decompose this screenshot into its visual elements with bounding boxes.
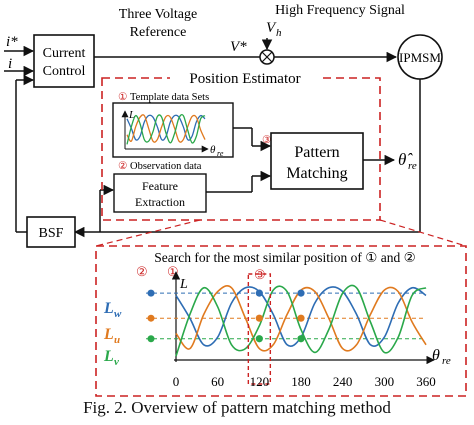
ipmsm-label: IPMSM <box>399 50 441 65</box>
level-dot-v <box>147 335 155 343</box>
chart-obs-num: ② <box>136 264 148 279</box>
pattern-matching-box <box>270 132 364 190</box>
template-box <box>112 102 234 158</box>
match-point-2 <box>297 289 305 297</box>
feature-line1: Feature <box>142 179 178 193</box>
Lu-label: L <box>103 326 114 343</box>
match-point-6 <box>297 335 305 343</box>
feature-extraction-box <box>113 173 207 213</box>
x-tick-label: 300 <box>375 374 395 389</box>
x-tick-label: 240 <box>333 374 353 389</box>
feature-line2: Extraction <box>135 195 185 209</box>
highlight-window <box>247 273 272 385</box>
current-control-box <box>33 34 95 88</box>
chart-plot: 0 60 120 180 240 300 360 <box>146 271 436 389</box>
chart-template-num: ① <box>167 264 179 279</box>
match-point-4 <box>297 314 305 322</box>
matching-num: ③ <box>262 134 272 146</box>
current-control-line1: Current <box>43 46 86 61</box>
x-tick-label: 0 <box>173 374 180 389</box>
template-label: Template data Sets <box>130 92 209 103</box>
series-line-3 <box>175 284 427 357</box>
mini-L: L <box>128 109 135 121</box>
figure-caption: Fig. 2. Overview of pattern matching met… <box>83 398 391 417</box>
chart-L: L <box>179 277 188 292</box>
bsf-label: BSF <box>39 226 64 241</box>
chart-theta-sub: re <box>442 355 451 367</box>
Lv-label: L <box>103 348 114 365</box>
position-estimator-label: Position Estimator <box>189 71 300 87</box>
pattern-line1: Pattern <box>294 144 339 161</box>
three-voltage-line2: Reference <box>130 25 187 40</box>
match-point-3 <box>255 314 263 322</box>
three-voltage-line1: Three Voltage <box>119 7 197 22</box>
current-control-line2: Control <box>43 64 86 79</box>
Lu-sub: u <box>114 334 120 346</box>
match-point-5 <box>255 335 263 343</box>
observation-num: ② <box>118 160 128 172</box>
template-waves <box>126 113 206 145</box>
mini-theta-sub: re <box>217 149 224 158</box>
istar-label: i* <box>6 34 18 50</box>
vh-subscript: h <box>276 27 282 39</box>
position-estimator-box <box>101 77 381 221</box>
bsf-box <box>26 216 76 248</box>
search-text: Search for the most similar position of … <box>154 250 416 265</box>
vh-symbol: V <box>266 20 277 36</box>
theta-hat-sub: re <box>408 160 417 172</box>
chart-theta: θ <box>432 347 440 364</box>
x-tick-label: 360 <box>416 374 436 389</box>
i-label: i <box>8 56 12 72</box>
pattern-line2: Matching <box>286 165 347 182</box>
vstar-label: V* <box>230 39 247 55</box>
mini-theta: θ <box>210 144 216 156</box>
x-tick-label: 180 <box>291 374 311 389</box>
mini-series-3 <box>126 113 206 145</box>
template-num: ① <box>118 91 128 103</box>
mini-series-1 <box>126 114 206 141</box>
high-frequency-label: High Frequency Signal <box>275 3 405 18</box>
match-point-1 <box>255 289 263 297</box>
chart-detail-box <box>95 245 467 397</box>
chart-matching-num: ③ <box>254 267 266 282</box>
observation-label: Observation data <box>130 161 202 172</box>
Lw-sub: w <box>114 308 122 320</box>
level-dot-w <box>147 289 155 297</box>
level-dot-u <box>147 314 155 322</box>
Lv-sub: v <box>114 356 119 368</box>
x-tick-label: 120 <box>250 374 270 389</box>
x-tick-label: 60 <box>211 374 224 389</box>
mini-series-2 <box>126 114 206 143</box>
Lw-label: L <box>103 300 114 317</box>
